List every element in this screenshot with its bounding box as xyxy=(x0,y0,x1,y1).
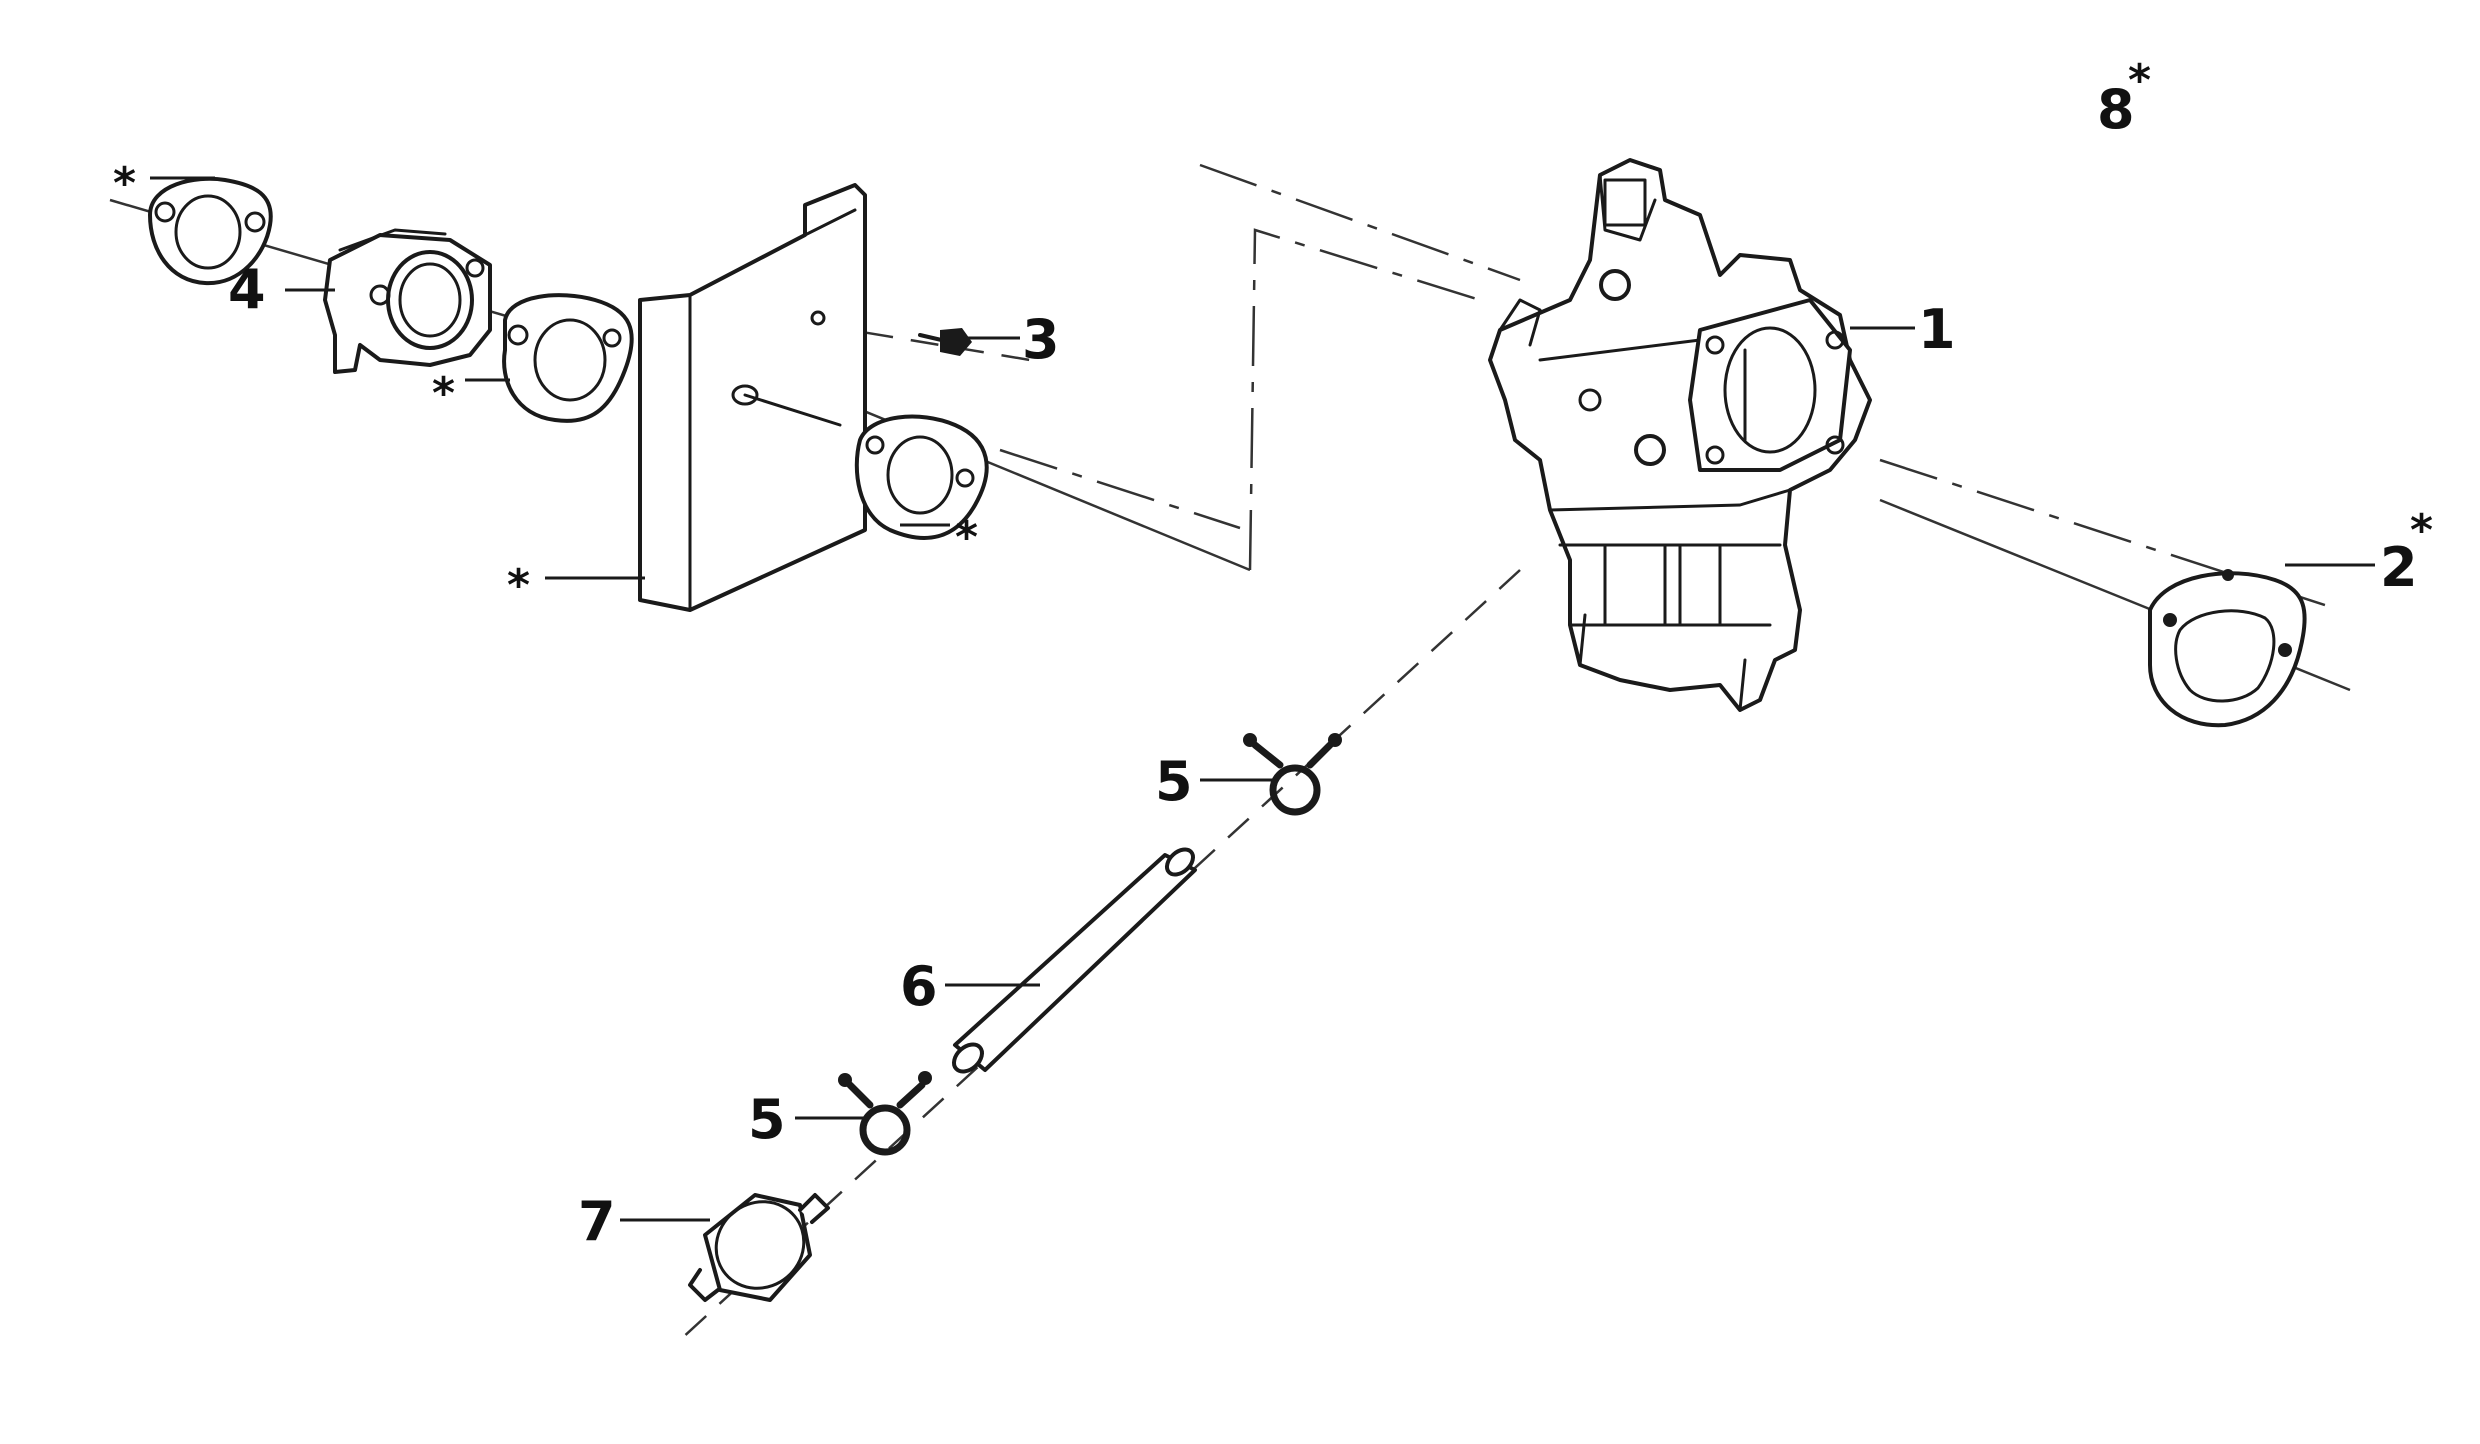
callout-2: 2 xyxy=(2380,536,2418,599)
star-gasket-top: * xyxy=(113,158,136,209)
axis-screw xyxy=(819,323,1031,362)
axis-bend-dashed xyxy=(1248,228,1481,571)
gasket-right xyxy=(2148,569,2307,728)
callout-1: 1 xyxy=(1918,298,1956,361)
gasket-middle xyxy=(502,293,634,423)
star-gasket-middle: * xyxy=(432,368,455,419)
callout-5-upper: 5 xyxy=(1155,750,1193,813)
heat-shield-plate xyxy=(638,183,867,612)
axis-upper-dashed xyxy=(1199,163,1521,282)
gasket-lower xyxy=(854,414,989,540)
callout-8: 8 xyxy=(2097,78,2135,141)
hose-clamp-upper xyxy=(1243,733,1342,816)
star-gasket-lower: * xyxy=(955,512,978,563)
bolt xyxy=(918,328,972,356)
star-plate: * xyxy=(507,560,530,611)
callout-2-star: * xyxy=(2410,505,2433,556)
hose-clamp-lower xyxy=(838,1071,932,1156)
callout-6: 6 xyxy=(900,955,938,1018)
carburetor xyxy=(1488,158,1872,712)
callout-5-lower: 5 xyxy=(748,1088,786,1151)
leader-lines xyxy=(150,176,2375,1222)
gasket-top-left xyxy=(148,176,273,286)
intake-adapter xyxy=(323,228,492,374)
callout-7: 7 xyxy=(578,1190,616,1253)
callout-labels: 1 2 * 3 4 5 6 5 7 8 * * * * * xyxy=(113,55,2433,1253)
fuel-filter xyxy=(688,1193,830,1302)
axis-spacer-dashed xyxy=(999,448,1241,530)
callout-3: 3 xyxy=(1022,308,1060,371)
axis-right-gasket-upper xyxy=(1879,458,2341,612)
fuel-hose xyxy=(952,847,1197,1074)
callout-4: 4 xyxy=(228,258,266,321)
callout-8-star: * xyxy=(2128,55,2151,106)
